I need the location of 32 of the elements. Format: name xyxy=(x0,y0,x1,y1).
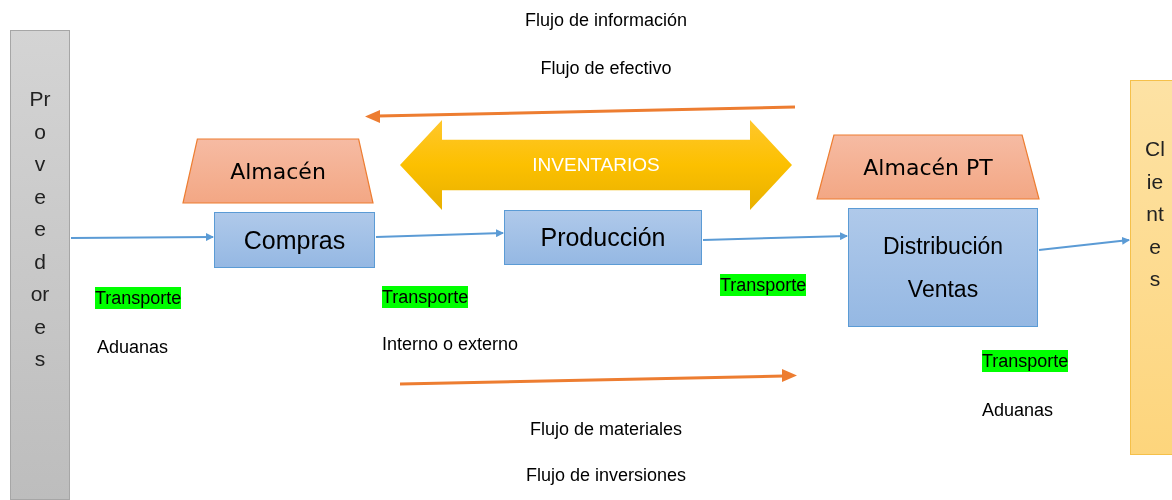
text-label: Flujo de materiales xyxy=(529,418,683,440)
supplier-column xyxy=(10,30,70,500)
node-label: Compras xyxy=(243,227,346,253)
customer-column xyxy=(1130,80,1172,455)
process-box xyxy=(504,210,702,265)
double-arrow-shape xyxy=(400,120,792,210)
node-label: Distribución xyxy=(882,234,1004,258)
node-label: Almacén xyxy=(230,157,326,186)
highlighted-label: Transporte xyxy=(720,274,807,296)
node-label: INVENTARIOS xyxy=(532,152,660,177)
text-label: Aduanas xyxy=(982,399,1054,421)
arrow xyxy=(70,233,214,242)
text-label: Flujo de efectivo xyxy=(540,57,672,79)
arrow xyxy=(1038,236,1130,251)
node-label: Ventas xyxy=(907,277,979,301)
highlighted-label: Transporte xyxy=(982,350,1069,372)
text-label: Interno o externo xyxy=(382,333,519,355)
node-label: Producción xyxy=(540,225,666,250)
arrow xyxy=(702,232,848,241)
highlighted-label: Transporte xyxy=(95,287,182,309)
text-label: Aduanas xyxy=(97,336,169,358)
warehouse-trapezoid xyxy=(816,134,1040,200)
process-box xyxy=(848,208,1038,327)
vertical-label: Clientes xyxy=(1144,136,1166,293)
text-label: Flujo de inversiones xyxy=(525,464,687,486)
arrow xyxy=(375,229,504,238)
vertical-label: Proveedores xyxy=(29,86,51,373)
highlighted-label: Transporte xyxy=(382,286,469,308)
warehouse-trapezoid xyxy=(182,138,374,204)
process-box xyxy=(214,212,375,268)
text-label: Flujo de información xyxy=(524,9,688,31)
node-label: Almacén PT xyxy=(863,153,993,182)
